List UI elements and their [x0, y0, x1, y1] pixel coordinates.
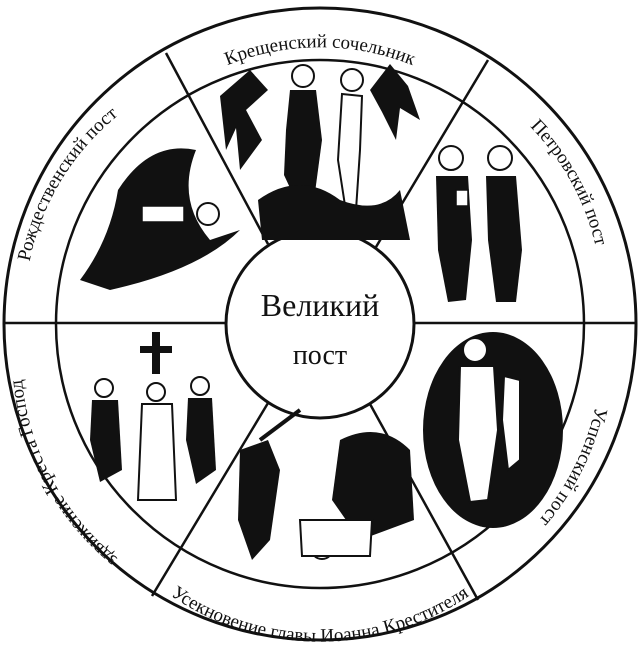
- beheading-icon: [238, 408, 414, 560]
- nativity-icon: [80, 148, 240, 290]
- exaltation-cross-icon: [90, 332, 216, 501]
- dormition-icon: [423, 332, 563, 528]
- center-title-line2: пост: [293, 340, 347, 371]
- baptism-icon: [220, 64, 420, 240]
- center-title-line1: Великий: [261, 287, 379, 323]
- apostles-icon: [436, 145, 522, 302]
